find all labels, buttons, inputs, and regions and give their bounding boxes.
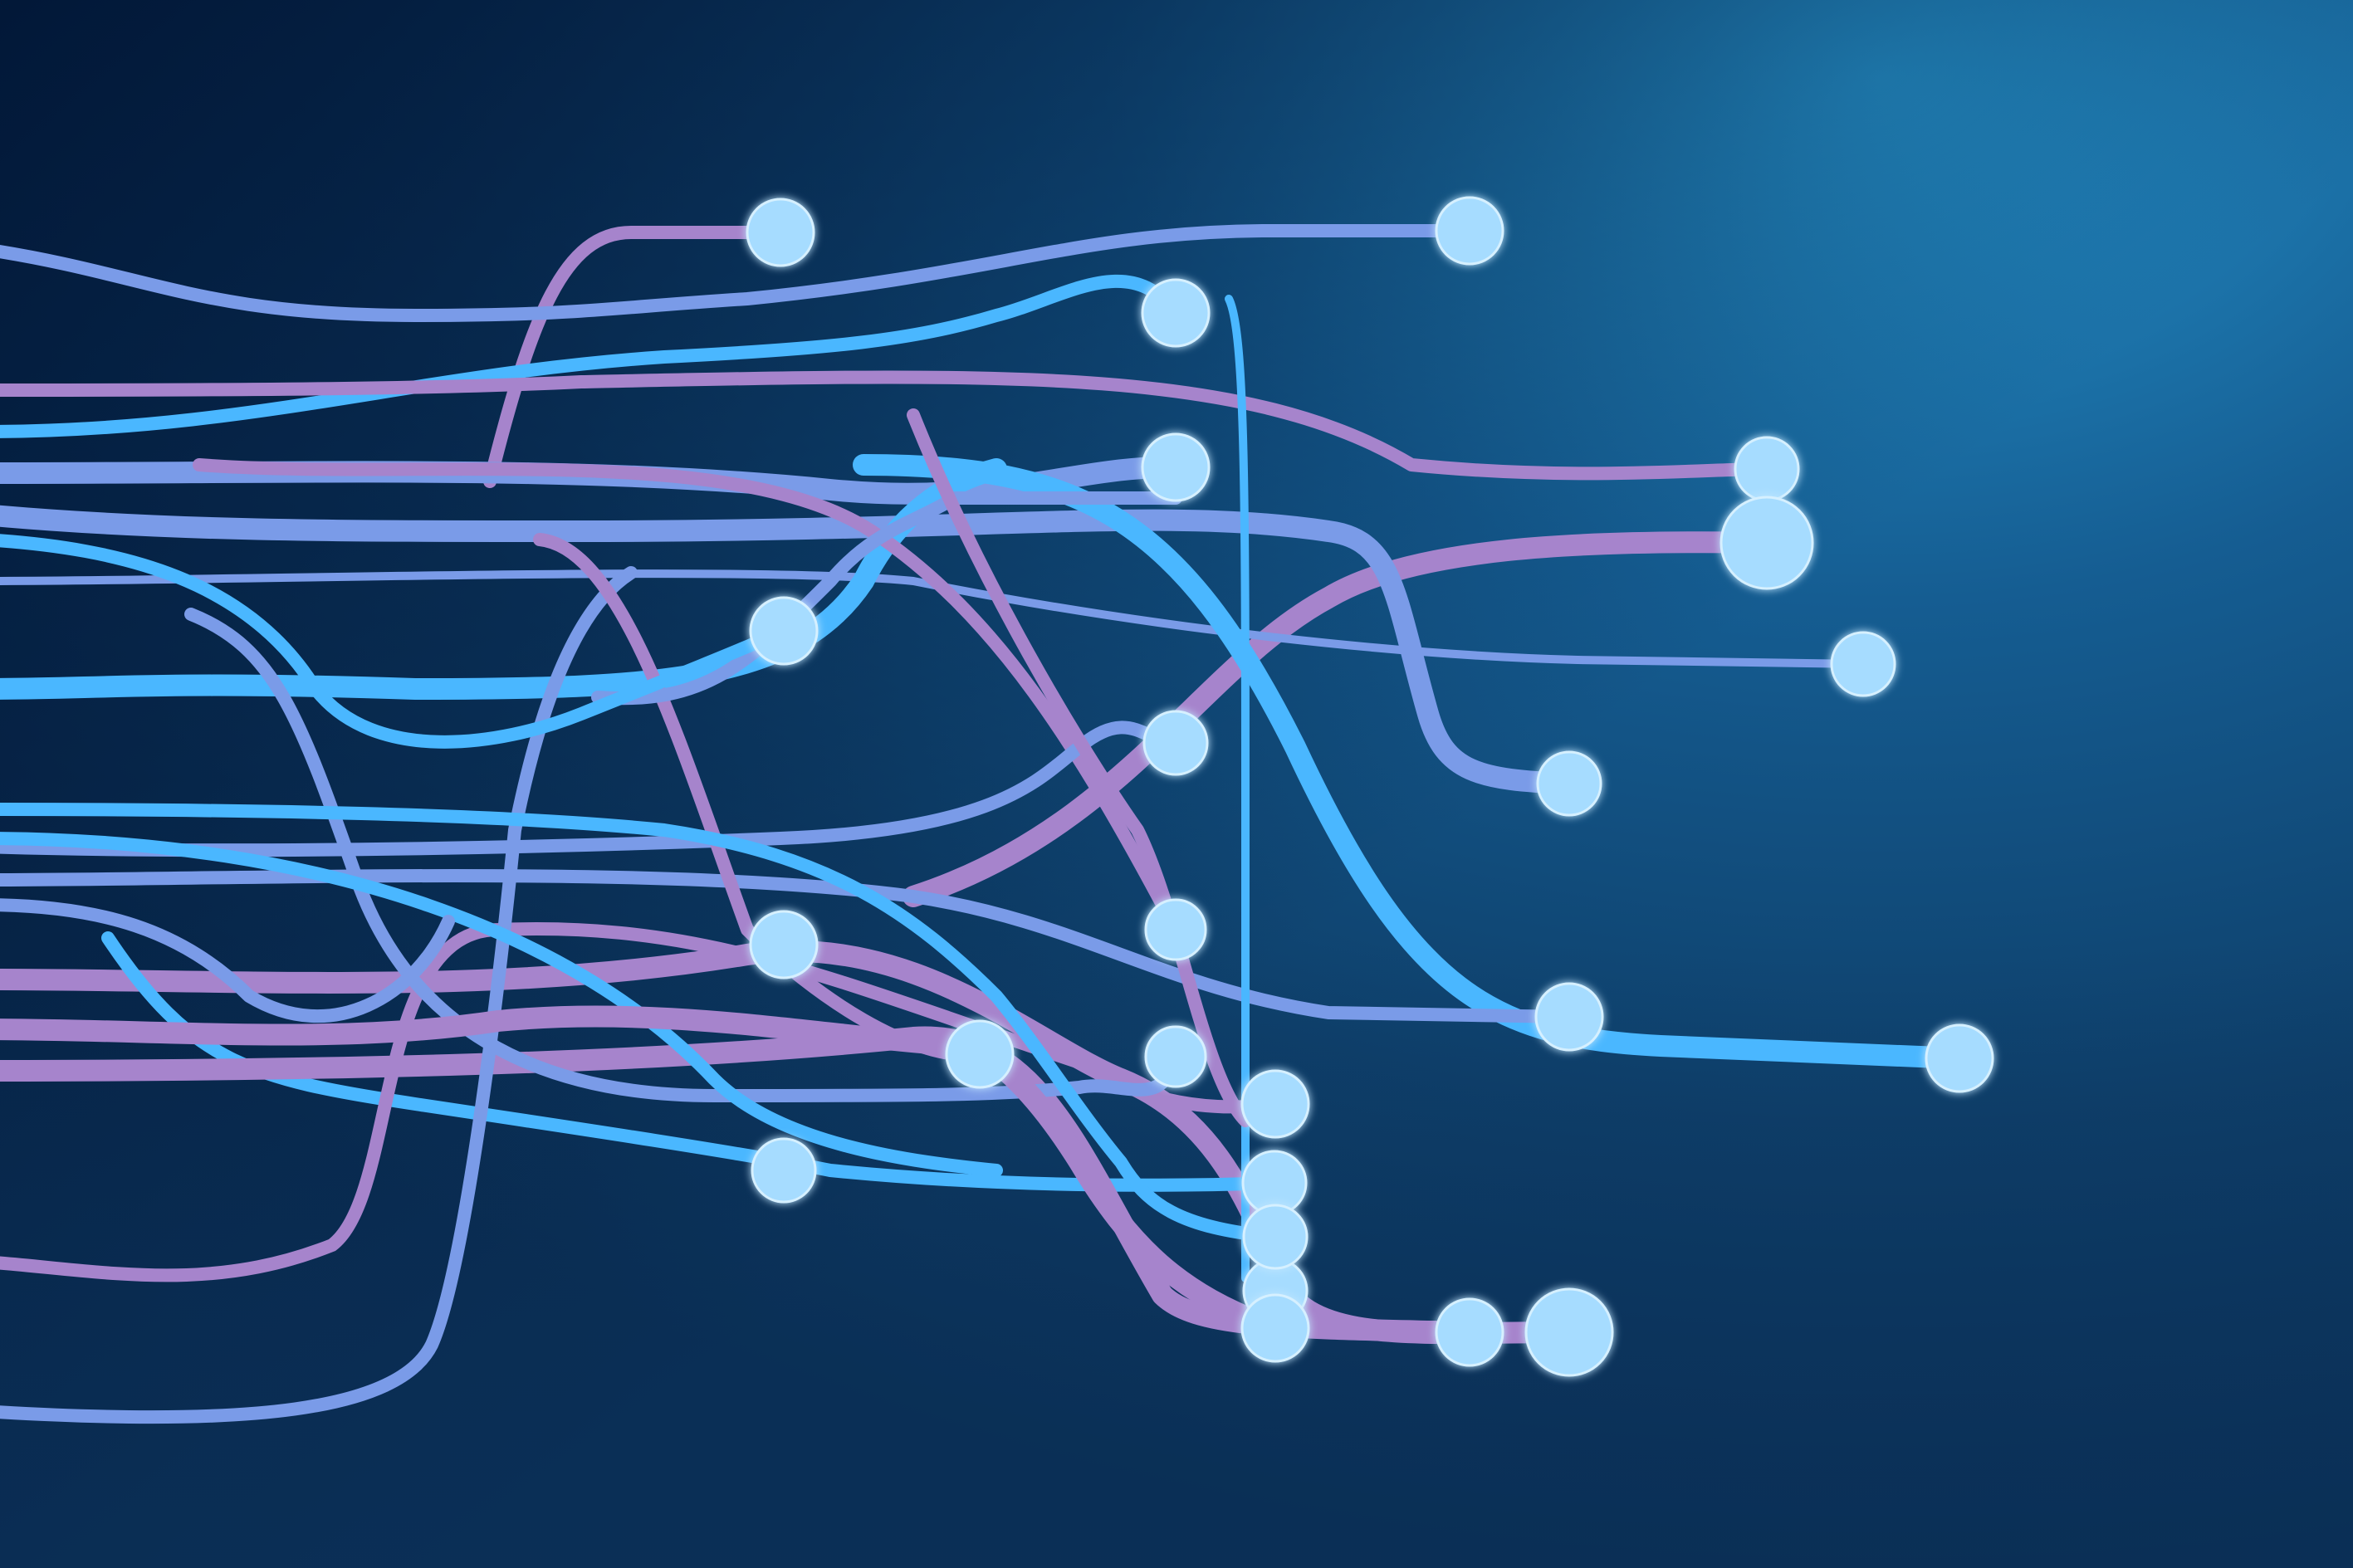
cable-c11 [0,720,1182,857]
cable-node-icon [1144,898,1207,961]
cable-c3 [0,274,1182,438]
cable-c19 [1225,295,1250,1282]
cable-c12 [853,454,1970,1069]
cable-node-icon [1142,710,1209,776]
cable-node-icon [1830,631,1896,697]
cable-node-icon [1925,1023,1994,1093]
cable-node-icon [1141,432,1211,502]
cable-bundle [0,224,1970,1424]
cable-node-icon [1240,1293,1310,1363]
cable-node-icon [1144,1025,1207,1088]
cable-node-icon [751,1137,817,1204]
cable-c2 [0,224,1476,322]
cable-c13 [0,869,1576,1023]
cable-c1 [483,226,787,488]
cable-c14 [0,940,1580,1345]
cable-node-icon [1534,982,1604,1052]
cable-node-icon [1240,1069,1310,1139]
cable-c23 [0,898,455,1023]
cable-node-icon [945,1019,1015,1089]
cable-node-icon [746,198,815,267]
cable-c24 [0,1005,1286,1339]
cable-node-icon [1435,196,1504,266]
cable-c28 [0,534,790,749]
cable-c6 [903,531,1778,907]
cable-node-icon [1141,278,1211,348]
cable-node-icon [1524,1287,1614,1377]
cable-node-icon [1435,1297,1504,1367]
cable-node-icon [1536,750,1602,817]
cable-c7 [0,569,1867,668]
cable-node-icon [749,596,819,666]
cable-c26 [591,491,1182,706]
cable-c20 [184,608,1182,1102]
cable-c25 [0,803,1282,1243]
cable-node-icon [1720,496,1814,590]
cable-c27 [907,408,1252,1127]
cable-node-icon [749,910,819,979]
cable-node-icon [1242,1204,1309,1270]
cable-node-group [746,196,1994,1377]
cable-c18 [0,566,638,1424]
cable-node-icon [1734,436,1800,502]
cable-c5 [0,370,1773,481]
